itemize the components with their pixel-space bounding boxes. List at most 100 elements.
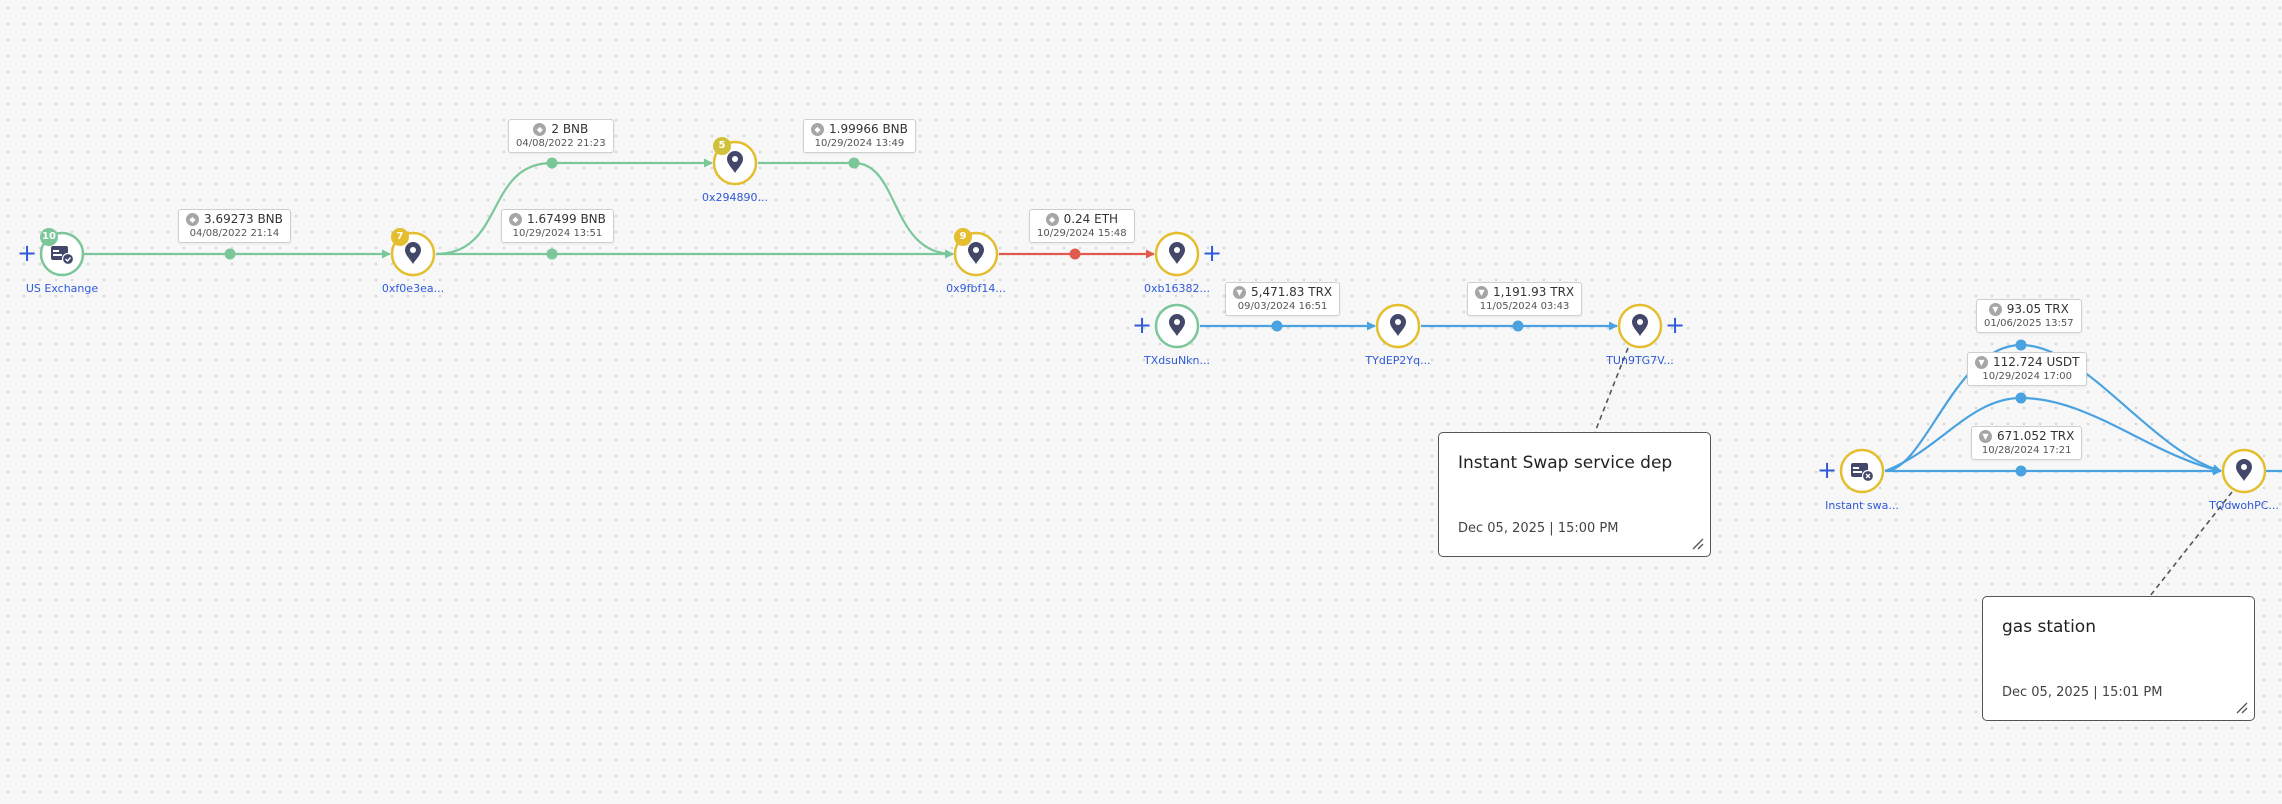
- bnb-coin-icon: ◆: [811, 123, 824, 136]
- node-address[interactable]: [2221, 448, 2267, 494]
- expand-right-button[interactable]: +: [1202, 239, 1222, 267]
- edge-label[interactable]: ▼ 671.052 TRX 10/28/2024 17:21: [1971, 426, 2083, 461]
- edge-amount: ▼93.05 TRX: [1984, 302, 2074, 316]
- edge-timestamp: 01/06/2025 13:57: [1984, 318, 2074, 330]
- amount-text: 0.24 ETH: [1063, 212, 1119, 226]
- node-badge: 10: [40, 228, 58, 246]
- amount-text: 1.67499 BNB: [527, 212, 606, 226]
- edge-timestamp: 10/29/2024 15:48: [1037, 228, 1127, 240]
- trx-coin-icon: ▼: [1233, 286, 1246, 299]
- expand-left-button[interactable]: +: [1817, 456, 1837, 484]
- edge-label[interactable]: ▼ 1,191.93 TRX 11/05/2024 03:43: [1467, 282, 1583, 317]
- bnb-coin-icon: ◆: [509, 213, 522, 226]
- exchange-blocked-icon: [1851, 463, 1875, 483]
- edge-handle[interactable]: [2015, 339, 2027, 351]
- edge-handle[interactable]: [546, 157, 558, 169]
- bnb-coin-icon: ◆: [186, 213, 199, 226]
- edge-handle[interactable]: [2015, 465, 2027, 477]
- amount-text: 93.05 TRX: [2006, 302, 2069, 316]
- note-date: Dec 05, 2025 | 15:00 PM: [1458, 521, 1619, 536]
- edge-handle[interactable]: [2015, 392, 2027, 404]
- edge-timestamp: 10/28/2024 17:21: [1981, 445, 2072, 457]
- amount-text: 1.99966 BNB: [829, 122, 908, 136]
- node-badge: 7: [391, 228, 409, 246]
- edge-handle[interactable]: [1069, 248, 1081, 260]
- node-badge: 9: [954, 228, 972, 246]
- edge-timestamp: 10/29/2024 17:00: [1982, 371, 2073, 383]
- node-label[interactable]: 0xf0e3ea...: [381, 282, 445, 295]
- trx-coin-icon: ▼: [1979, 430, 1992, 443]
- node-label[interactable]: TQdwohPC...: [2209, 499, 2279, 512]
- node-address[interactable]: [1375, 303, 1421, 349]
- expand-left-button[interactable]: +: [17, 239, 37, 267]
- amount-text: 671.052 TRX: [1997, 429, 2075, 443]
- edge-label[interactable]: ◆ 3.69273 BNB 04/08/2022 21:14: [178, 209, 291, 244]
- usdt-coin-icon: ▼: [1975, 356, 1988, 369]
- node-exchange-swap[interactable]: [1839, 448, 1885, 494]
- edge-amount: ◆2 BNB: [516, 122, 606, 136]
- amount-text: 5,471.83 TRX: [1251, 285, 1333, 299]
- node-label[interactable]: Instant swa...: [1825, 499, 1899, 512]
- edge-timestamp: 09/03/2024 16:51: [1237, 301, 1328, 313]
- edge-bnb[interactable]: [758, 161, 954, 259]
- note-connector: [1594, 347, 1629, 433]
- location-pin-icon: [1169, 242, 1185, 264]
- node-label[interactable]: TUn9TG7V...: [1606, 354, 1674, 367]
- edge-amount: ◆ 1.99966 BNB: [811, 122, 908, 136]
- edge-handle[interactable]: [546, 248, 558, 260]
- edge-handle[interactable]: [1271, 320, 1283, 332]
- node-label[interactable]: 0xb16382...: [1144, 282, 1210, 295]
- edge-handle[interactable]: [224, 248, 236, 260]
- note-connector: [2149, 491, 2233, 597]
- eth-coin-icon: ◆: [1045, 213, 1059, 226]
- edge-amount: ▼112.724 USDT: [1975, 355, 2079, 369]
- edge-timestamp: 10/29/2024 13:51: [512, 228, 603, 240]
- edge-label[interactable]: ▼112.724 USDT 10/29/2024 17:00: [1967, 352, 2088, 387]
- amount-text: 2 BNB: [551, 122, 589, 136]
- resize-grip-icon[interactable]: [2236, 702, 2248, 714]
- expand-right-button[interactable]: +: [1665, 311, 1685, 339]
- location-pin-icon: [968, 242, 984, 264]
- resize-grip-icon[interactable]: [1692, 538, 1704, 550]
- edge-label[interactable]: ▼ 5,471.83 TRX 09/03/2024 16:51: [1225, 282, 1341, 317]
- node-address[interactable]: [1154, 231, 1200, 277]
- edge-amount: ▼ 1,191.93 TRX: [1475, 285, 1575, 299]
- edge-handle[interactable]: [848, 157, 860, 169]
- edge-label[interactable]: ▼93.05 TRX 01/06/2025 13:57: [1976, 299, 2082, 334]
- node-label[interactable]: TYdEP2Yq...: [1365, 354, 1431, 367]
- trx-coin-icon: ▼: [1475, 286, 1488, 299]
- location-pin-icon: [1632, 314, 1648, 336]
- edge-bnb[interactable]: [435, 158, 713, 256]
- edge-amount: ▼ 5,471.83 TRX: [1233, 285, 1333, 299]
- node-address[interactable]: [1617, 303, 1663, 349]
- node-badge: 5: [713, 137, 731, 155]
- edge-amount: ◆ 3.69273 BNB: [186, 212, 283, 226]
- exchange-verified-icon: [51, 246, 75, 266]
- node-label[interactable]: 0x294890...: [702, 191, 768, 204]
- edge-amount: ▼ 671.052 TRX: [1979, 429, 2075, 443]
- location-pin-icon: [2236, 459, 2252, 481]
- expand-left-button[interactable]: +: [1132, 311, 1152, 339]
- edge-handle[interactable]: [1512, 320, 1524, 332]
- location-pin-icon: [1169, 314, 1185, 336]
- edge-timestamp: 11/05/2024 03:43: [1479, 301, 1570, 313]
- location-pin-icon: [1390, 314, 1406, 336]
- amount-text: 1,191.93 TRX: [1493, 285, 1575, 299]
- edge-timestamp: 04/08/2022 21:14: [189, 228, 280, 240]
- amount-text: 3.69273 BNB: [204, 212, 283, 226]
- note-title[interactable]: Instant Swap service dep: [1458, 453, 1673, 473]
- edge-label[interactable]: ◆ 1.67499 BNB 10/29/2024 13:51: [501, 209, 614, 244]
- note-title[interactable]: gas station: [2002, 617, 2096, 637]
- node-label[interactable]: TXdsuNkn...: [1144, 354, 1210, 367]
- note-date: Dec 05, 2025 | 15:01 PM: [2002, 685, 2163, 700]
- edge-amount: ◆ 1.67499 BNB: [509, 212, 606, 226]
- node-label[interactable]: 0x9fbf14...: [946, 282, 1006, 295]
- edge-label[interactable]: ◆ 0.24 ETH 10/29/2024 15:48: [1029, 209, 1135, 244]
- node-address[interactable]: [1154, 303, 1200, 349]
- node-label[interactable]: US Exchange: [25, 282, 99, 295]
